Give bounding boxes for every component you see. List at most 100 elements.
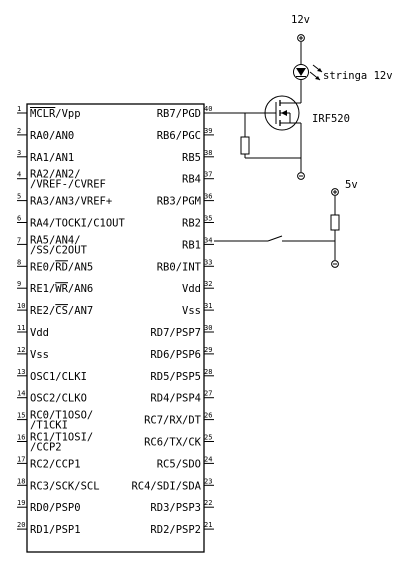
pin-left-8: 8 RE0/RD/AN5 [17,258,93,273]
pin-number: 11 [17,324,25,332]
pin-name: RB2 [182,218,201,230]
pin-left-10: 10 RE2/CS/AN7 [17,302,93,317]
pin-name: RD2/PSP2 [150,524,201,536]
pin-name: RB5 [182,152,201,164]
pin-number: 34 [204,236,212,244]
label-12v: 12v [291,14,310,26]
mcu-body [26,103,205,553]
pin-left-4: 4 RA2/AN2//VREF-/CVREF [17,169,106,191]
pin-name: RC1/T1OSI/ [30,432,93,444]
terminal-12v [297,34,305,42]
pin-number: 20 [17,521,25,529]
pin-number: 6 [17,215,21,223]
pin-name: RC7/RX/DT [144,415,202,427]
terminal-ground [331,260,339,268]
pin-name: RB1 [182,239,201,251]
pin-number: 17 [17,455,25,463]
pin-number: 30 [204,324,212,332]
pin-number: 31 [204,302,212,310]
pin-number: 18 [17,477,25,485]
pin-number: 13 [17,368,25,376]
pin-name: RB3/PGM [157,196,201,208]
pin-number: 27 [204,390,212,398]
pin-number: 16 [17,434,25,442]
pin-name: RD7/PSP7 [150,327,201,339]
pin-name: RC4/SDI/SDA [131,480,201,492]
pin-name: RE2/CS/AN7 [30,305,93,317]
pin-number: 33 [204,258,212,266]
pin-number: 10 [17,302,25,310]
pin-name: RC2/CCP1 [30,458,81,470]
pin-number: 2 [17,127,21,135]
pin-left-19: 19 RD0/PSP0 [17,499,81,514]
pin-number: 39 [204,127,212,135]
pin-name: RD4/PSP4 [150,393,201,405]
pin-name: Vdd [30,327,49,339]
pin-number: 1 [17,105,21,113]
pin-number: 15 [17,412,25,420]
pin-number: 37 [204,171,212,179]
pin-number: 40 [204,105,212,113]
pin-name: Vss [182,305,201,317]
pin-name: Vdd [182,283,201,295]
pin-name: RE1/WR/AN6 [30,283,93,295]
led-symbol [293,64,323,81]
pin-name: RA3/AN3/VREF+ [30,196,112,208]
pin-number: 25 [204,434,212,442]
pin-number: 7 [17,236,21,244]
pin-name: RD0/PSP0 [30,502,81,514]
pin-number: 3 [17,149,21,157]
pin-left-13: 13 OSC1/CLKI [17,368,87,383]
pin-number: 28 [204,368,212,376]
pin-name: RA2/AN2/ [30,169,81,181]
pin-name: MCLR/Vpp [30,108,81,120]
pin-name: RA4/TOCKI/C1OUT [30,218,126,230]
pin-name: OSC2/CLKO [30,393,87,405]
terminal-5v [331,188,339,196]
pin-name: Vss [30,349,49,361]
pin-number: 12 [17,346,25,354]
label-mosfet: IRF520 [312,113,350,125]
pin-number: 19 [17,499,25,507]
pin-name-cont: /VREF-/CVREF [30,179,106,191]
pin-name: RB7/PGD [157,108,201,120]
pin-number: 38 [204,149,212,157]
pin-number: 9 [17,280,21,288]
label-stringa: stringa 12v [323,70,393,82]
pin-name: RA1/AN1 [30,152,74,164]
right-pin-group: 40RB7/PGD39RB6/PGC38RB537RB436RB3/PGM35R… [131,105,214,536]
pin-name: RE0/RD/AN5 [30,261,93,273]
pin-name: RB0/INT [157,261,202,273]
terminal-mosfet-source [297,172,305,180]
pin-number: 8 [17,258,21,266]
gate-resistor [240,136,250,155]
pin-name: RC6/TX/CK [144,437,202,449]
pin-left-11: 11 Vdd [17,324,49,339]
pin-number: 26 [204,412,212,420]
pin-number: 22 [204,499,212,507]
pin-name: OSC1/CLKI [30,371,87,383]
pin-number: 36 [204,193,212,201]
pin-number: 4 [17,171,21,179]
